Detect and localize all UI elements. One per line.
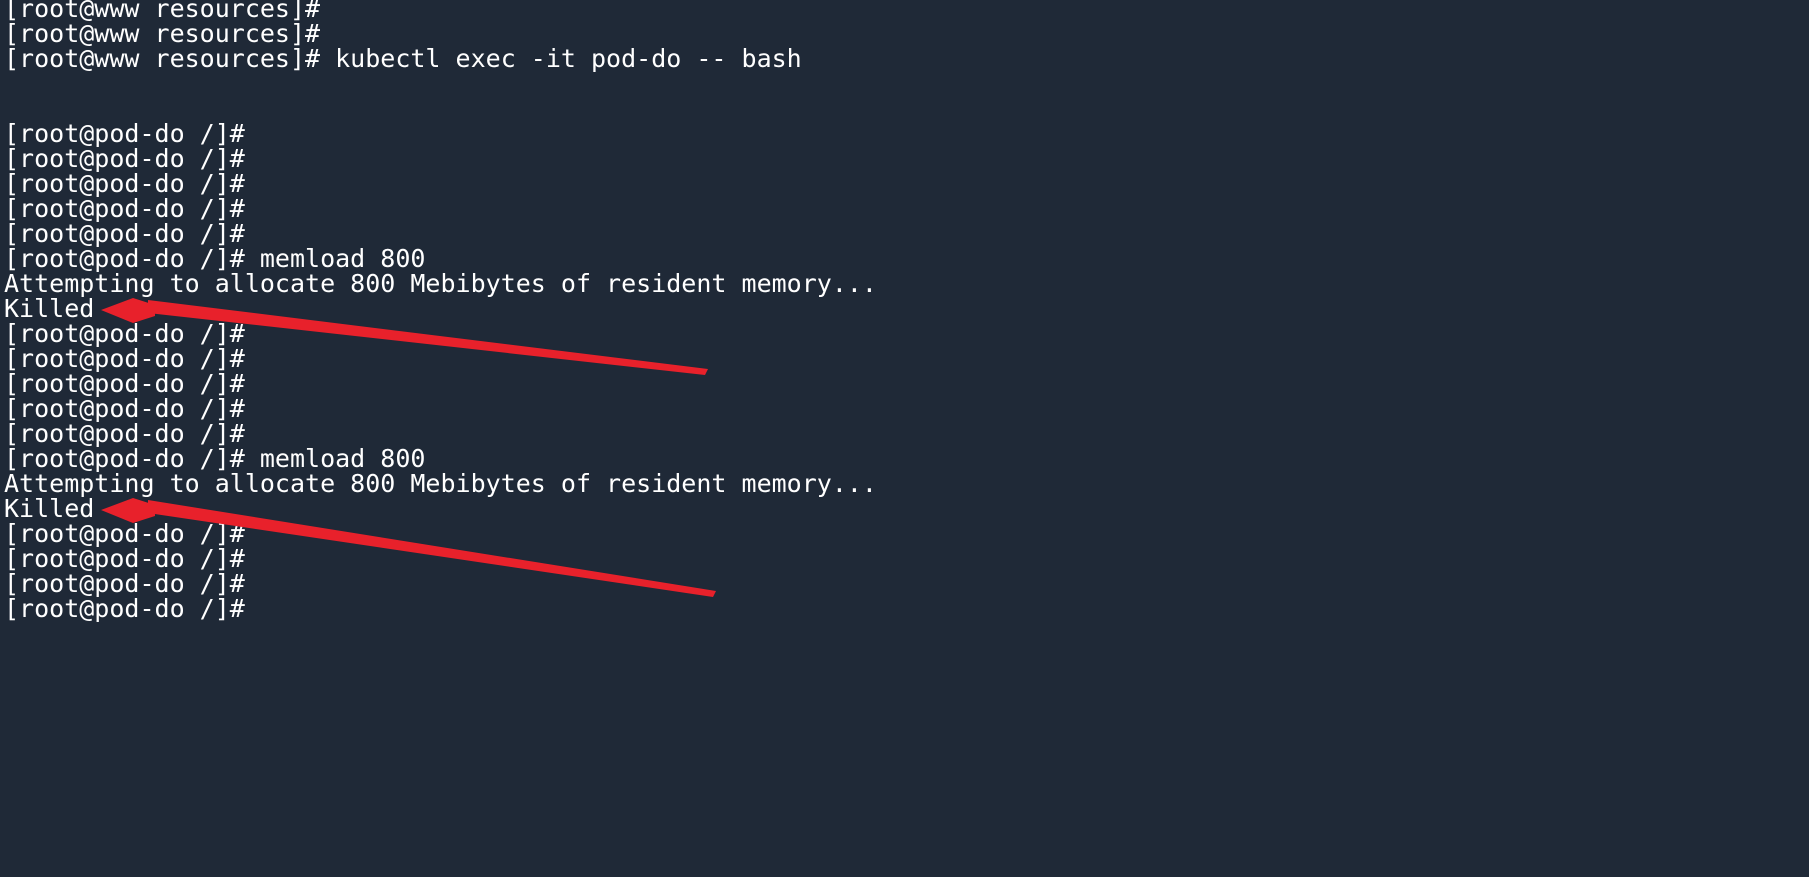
killed-message: Killed	[4, 294, 95, 323]
terminal-line: [root@pod-do /]#	[4, 144, 245, 173]
killed-message: Killed	[4, 494, 95, 523]
terminal-line: [root@www resources]#	[4, 0, 321, 23]
terminal-line: [root@www resources]#	[4, 19, 321, 48]
terminal-line: [root@pod-do /]#	[4, 394, 245, 423]
terminal-line: [root@www resources]# kubectl exec -it p…	[4, 44, 802, 73]
terminal-line: [root@pod-do /]#	[4, 519, 245, 548]
terminal-line: [root@pod-do /]#	[4, 544, 245, 573]
terminal-line: [root@pod-do /]#	[4, 419, 245, 448]
terminal-line: [root@pod-do /]#	[4, 119, 245, 148]
terminal-line: [root@pod-do /]#	[4, 319, 245, 348]
terminal-line	[4, 71, 877, 96]
terminal-prompt-line: [root@pod-do /]#	[4, 594, 245, 623]
terminal-line: [root@pod-do /]#	[4, 344, 245, 373]
terminal-output: [root@www resources]# [root@www resource…	[4, 0, 877, 621]
terminal-output-line: Attempting to allocate 800 Mebibytes of …	[4, 469, 877, 498]
terminal-command-line: [root@pod-do /]# memload 800	[4, 244, 426, 273]
terminal-output-line: Attempting to allocate 800 Mebibytes of …	[4, 269, 877, 298]
terminal-command-line: [root@pod-do /]# memload 800	[4, 444, 426, 473]
terminal-line: [root@pod-do /]#	[4, 569, 245, 598]
terminal-line: [root@pod-do /]#	[4, 169, 245, 198]
terminal-line: [root@pod-do /]#	[4, 219, 245, 248]
terminal-line: [root@pod-do /]#	[4, 194, 245, 223]
terminal-line: [root@pod-do /]#	[4, 369, 245, 398]
terminal-line	[4, 96, 877, 121]
